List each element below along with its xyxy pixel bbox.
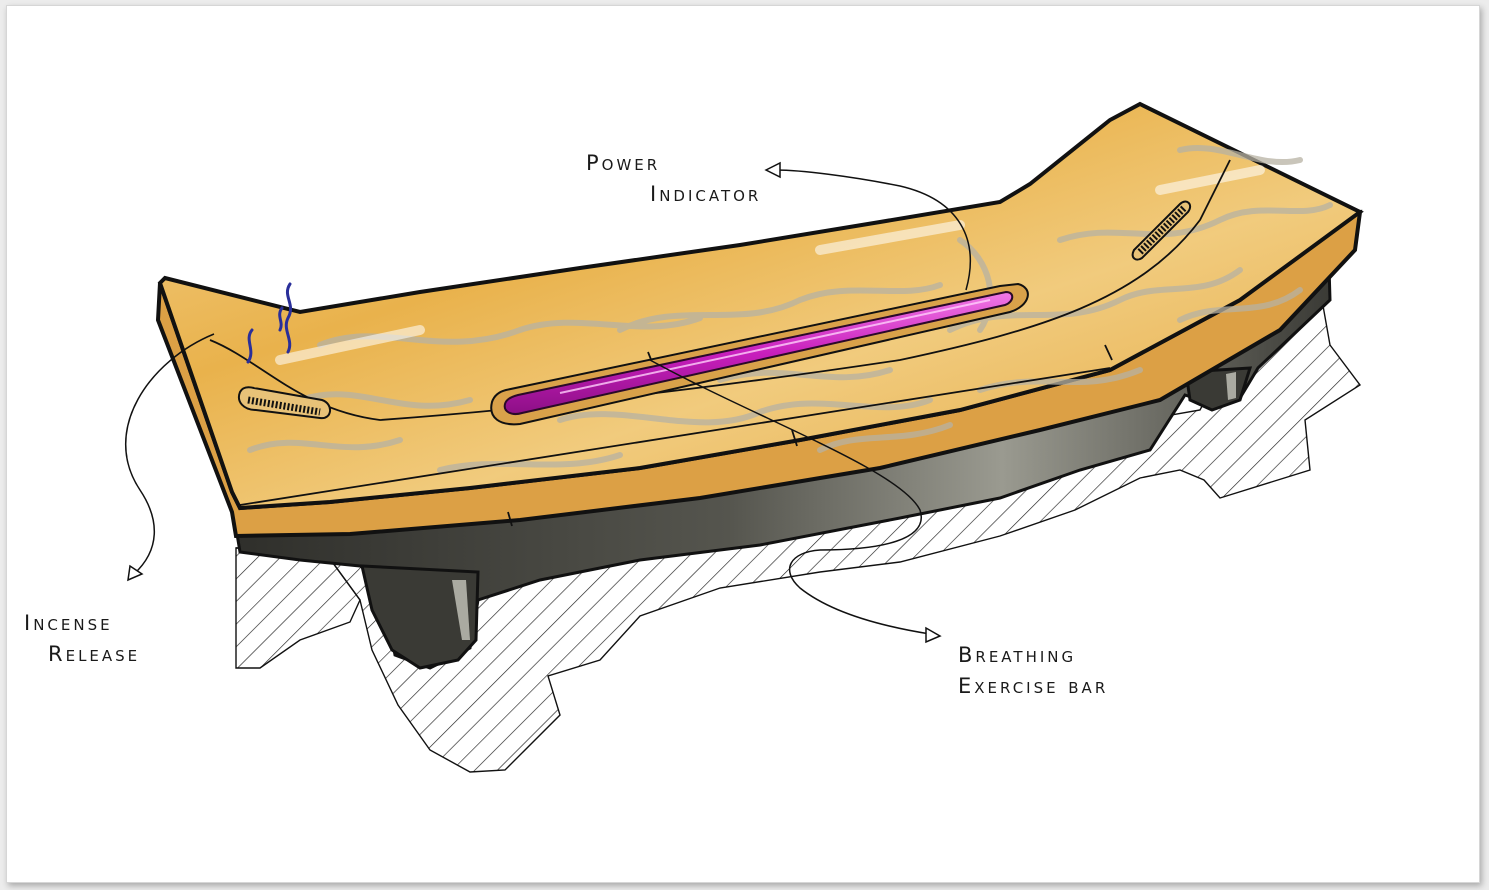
breathing-exercise-bar-label: Breathing Exercise bar <box>958 640 1108 702</box>
breathing-label-line2: Exercise bar <box>958 671 1108 702</box>
power-indicator-label: Power Indicator <box>586 148 761 210</box>
incense-release-label: Incense Release <box>24 608 140 670</box>
power-indicator-arrowhead <box>766 163 780 177</box>
power-indicator-label-line1: Power <box>586 148 761 179</box>
breathing-bar-arrowhead <box>926 628 940 642</box>
breathing-label-line1: Breathing <box>958 640 1108 671</box>
power-indicator-label-line2: Indicator <box>650 179 761 210</box>
incense-release-label-line1: Incense <box>24 608 140 639</box>
incense-release-label-line2: Release <box>48 639 140 670</box>
